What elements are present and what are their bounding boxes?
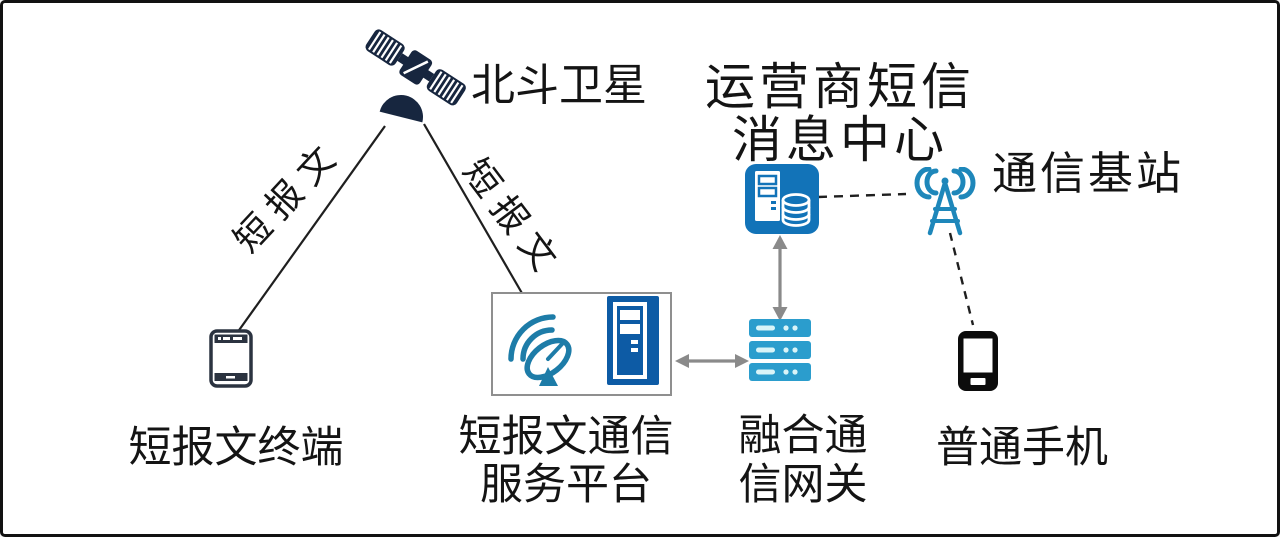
gateway-label-line1: 融合通 xyxy=(738,411,868,461)
arrow-platform-gateway xyxy=(675,354,749,368)
link-label-satellite-terminal: 短报文 xyxy=(226,131,351,261)
phone-label: 普通手机 xyxy=(936,423,1108,473)
gateway-label: 融合通 信网关 xyxy=(703,412,903,510)
message-center-label: 运营商短信 消息中心 xyxy=(690,61,990,167)
satellite-icon xyxy=(365,29,466,123)
gateway-label-line2: 信网关 xyxy=(738,460,868,510)
server-database-icon xyxy=(745,164,819,234)
link-basestation-phone-dashed xyxy=(948,232,975,326)
message-center-label-line2: 消息中心 xyxy=(732,111,948,169)
server-rack-icon xyxy=(749,319,811,381)
antenna-tower-icon xyxy=(914,167,976,236)
feature-phone-icon xyxy=(209,329,253,388)
terminal-label: 短报文终端 xyxy=(128,423,344,473)
smartphone-icon xyxy=(958,331,998,391)
message-center-label-line1: 运营商短信 xyxy=(705,58,975,116)
satellite-label: 北斗卫星 xyxy=(471,60,647,111)
server-tower-icon xyxy=(607,296,659,385)
platform-label: 短报文通信 服务平台 xyxy=(441,413,691,509)
arrow-gateway-msgcenter xyxy=(772,235,788,321)
satellite-dish-icon xyxy=(508,314,572,386)
platform-label-line1: 短报文通信 xyxy=(458,412,674,462)
base-station-label: 通信基站 xyxy=(991,147,1184,200)
link-msgcenter-basestation-dashed xyxy=(817,192,907,199)
platform-label-line2: 服务平台 xyxy=(480,460,652,510)
link-label-satellite-platform: 短报文 xyxy=(454,151,571,287)
